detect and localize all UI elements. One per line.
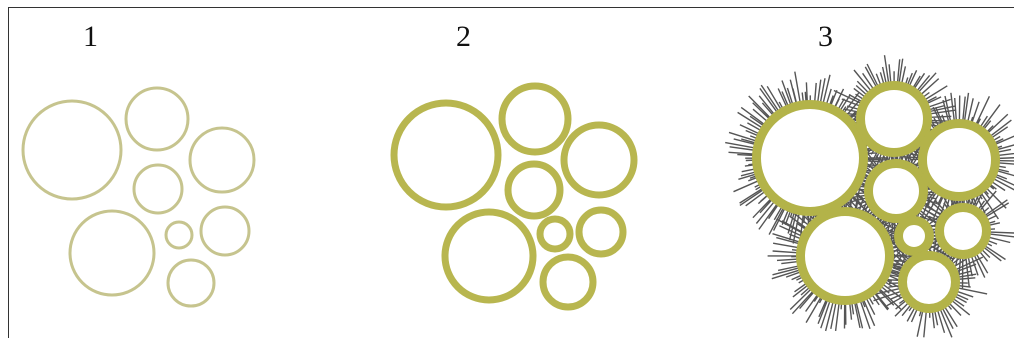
cell-ring-stage3 bbox=[802, 213, 888, 299]
cell-ring-thin bbox=[126, 88, 188, 150]
cell-ring-stage3 bbox=[758, 106, 862, 210]
cell-ring-thick bbox=[445, 212, 533, 300]
cell-ring-thick bbox=[502, 86, 568, 152]
cell-ring-thin bbox=[168, 260, 214, 306]
cell-ring-thin bbox=[70, 211, 154, 295]
cell-ring-thin bbox=[23, 101, 121, 199]
cell-ring-thick bbox=[564, 125, 634, 195]
cell-ring-thin bbox=[134, 165, 182, 213]
cell-ring-thin bbox=[166, 222, 192, 248]
panel-label-2: 2 bbox=[456, 22, 471, 52]
panel-1-thin-walls bbox=[23, 88, 254, 306]
cell-ring-thick bbox=[508, 164, 560, 216]
cell-ring-stage3 bbox=[924, 125, 994, 195]
panel-label-1: 1 bbox=[83, 22, 98, 52]
cell-ring-stage3 bbox=[900, 222, 928, 250]
cell-ring-thick bbox=[543, 257, 593, 307]
cell-ring-stage3 bbox=[870, 165, 922, 217]
cell-ring-thick bbox=[394, 103, 498, 207]
cell-ring-thin bbox=[201, 207, 249, 255]
cell-ring-thin bbox=[190, 128, 254, 192]
cell-ring-stage3 bbox=[941, 209, 985, 253]
cell-ring-stage3 bbox=[862, 87, 926, 151]
cell-ring-thick bbox=[579, 210, 623, 254]
cell-ring-stage3 bbox=[904, 257, 954, 307]
cell-ring-thick bbox=[540, 219, 570, 249]
panel-label-3: 3 bbox=[818, 22, 833, 52]
panel-2-thick-walls bbox=[394, 86, 634, 307]
